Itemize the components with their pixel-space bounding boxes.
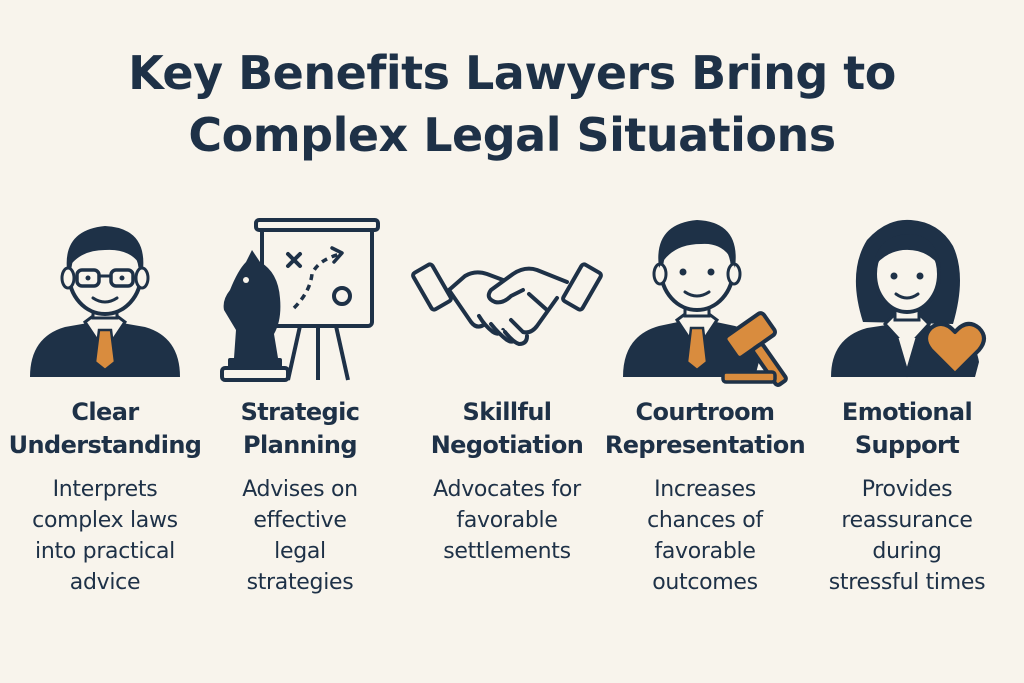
- title-line-1: Key Benefits Lawyers Bring to: [128, 46, 896, 100]
- description-line: legal: [274, 539, 326, 564]
- heading-line: Skillful: [462, 398, 552, 426]
- description-line: advice: [69, 570, 141, 595]
- heading-line: Planning: [243, 431, 357, 459]
- benefit-description: Provides reassurance during stressful ti…: [797, 474, 1017, 598]
- heading-line: Understanding: [8, 431, 202, 459]
- heading-line: Clear: [71, 398, 139, 426]
- benefit-description: Advises on effective legal strategies: [190, 474, 410, 598]
- heading-line: Representation: [604, 431, 806, 459]
- description-line: strategies: [246, 570, 354, 595]
- title-line-2: Complex Legal Situations: [188, 108, 836, 162]
- handshake-icon: [407, 212, 607, 387]
- heading-line: Strategic: [240, 398, 360, 426]
- description-line: chances of: [647, 508, 763, 533]
- description-line: Increases: [654, 477, 756, 502]
- benefit-description: Increases chances of favorable outcomes: [595, 474, 815, 598]
- description-line: Interprets: [52, 477, 158, 502]
- description-line: Provides: [861, 477, 953, 502]
- description-line: settlements: [443, 539, 571, 564]
- benefit-heading: Skillful Negotiation: [397, 396, 617, 462]
- heading-line: Courtroom: [635, 398, 776, 426]
- description-line: complex laws: [32, 508, 178, 533]
- description-line: reassurance: [841, 508, 973, 533]
- benefit-heading: Emotional Support: [797, 396, 1017, 462]
- description-line: outcomes: [652, 570, 758, 595]
- benefit-heading: Strategic Planning: [190, 396, 410, 462]
- chess-knight-strategy-board-icon: [200, 212, 400, 387]
- description-line: during: [872, 539, 942, 564]
- lawyer-with-glasses-icon: [5, 212, 205, 387]
- description-line: Advises on: [242, 477, 358, 502]
- heading-line: Negotiation: [430, 431, 584, 459]
- description-line: favorable: [456, 508, 558, 533]
- benefit-description: Advocates for favorable settlements: [397, 474, 617, 567]
- description-line: into practical: [35, 539, 175, 564]
- lawyer-with-gavel-icon: [605, 212, 805, 387]
- description-line: favorable: [654, 539, 756, 564]
- description-line: Advocates for: [433, 477, 581, 502]
- page-title: Key Benefits Lawyers Bring to Complex Le…: [0, 42, 1024, 166]
- description-line: effective: [253, 508, 347, 533]
- heading-line: Support: [854, 431, 960, 459]
- description-line: stressful times: [828, 570, 986, 595]
- benefit-heading: Clear Understanding: [0, 396, 215, 462]
- benefit-description: Interprets complex laws into practical a…: [0, 474, 215, 598]
- heading-line: Emotional: [841, 398, 973, 426]
- benefit-heading: Courtroom Representation: [595, 396, 815, 462]
- woman-with-heart-icon: [807, 212, 1007, 387]
